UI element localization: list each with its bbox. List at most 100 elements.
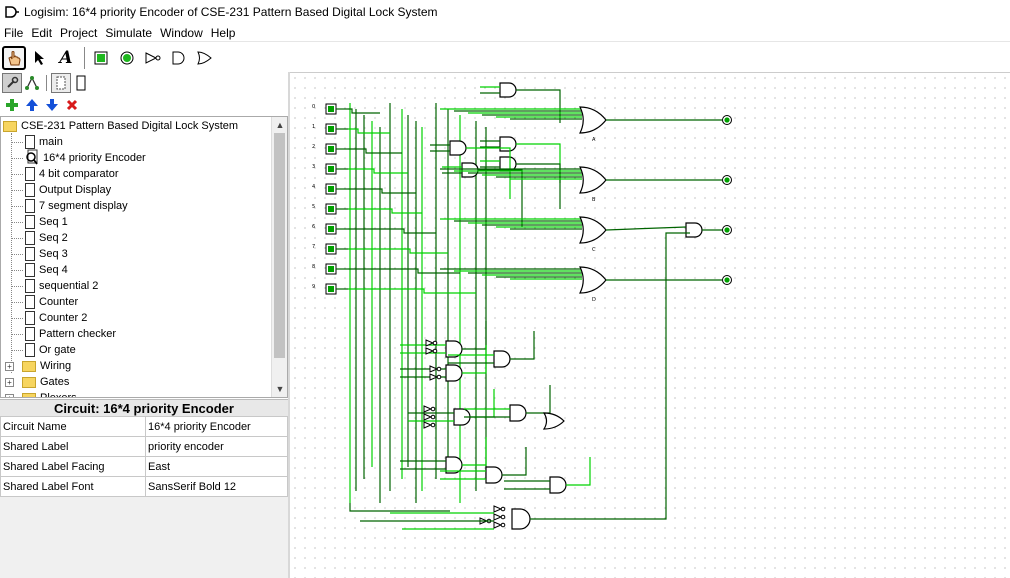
menu-window[interactable]: Window xyxy=(160,25,203,40)
not-gate-bubble xyxy=(500,522,506,528)
circuit-chip-icon xyxy=(25,247,35,261)
tree-library-item[interactable]: + Gates xyxy=(5,374,69,390)
output-pin-label: A xyxy=(592,137,596,143)
tree-library-item[interactable]: +Plexers xyxy=(5,390,77,397)
attribute-table: Circuit Name 16*4 priority Encoder Share… xyxy=(0,416,288,497)
or-gate-icon[interactable] xyxy=(193,46,217,70)
and-gate xyxy=(509,404,527,422)
menu-edit[interactable]: Edit xyxy=(31,25,53,40)
expand-plus-icon[interactable]: + xyxy=(5,377,14,387)
expand-plus-icon[interactable]: + xyxy=(5,393,14,397)
tree-circuit-item[interactable]: 4 bit comparator xyxy=(11,166,118,182)
scroll-thumb[interactable] xyxy=(274,133,285,358)
circuit-wire xyxy=(502,447,527,476)
attribute-panel-header: Circuit: 16*4 priority Encoder xyxy=(0,399,288,416)
tree-circuit-item[interactable]: sequential 2 xyxy=(11,278,98,294)
tree-item-label: 4 bit comparator xyxy=(39,168,119,180)
layout-view-icon[interactable] xyxy=(51,73,71,93)
and-gate xyxy=(511,508,531,530)
circuit-chip-icon xyxy=(25,199,35,213)
tree-circuit-item[interactable]: main xyxy=(11,134,63,150)
tree-item-label: Gates xyxy=(40,376,70,388)
menu-help[interactable]: Help xyxy=(210,25,236,40)
tree-circuit-item[interactable]: Seq 1 xyxy=(11,214,68,230)
attribute-value-shared-label[interactable]: priority encoder xyxy=(145,436,288,457)
output-pin-state xyxy=(724,117,730,123)
menu-project[interactable]: Project xyxy=(60,25,98,40)
tree-circuit-item[interactable]: Pattern checker xyxy=(11,326,116,342)
attribute-value-label-facing[interactable]: East xyxy=(145,456,288,477)
move-down-icon[interactable] xyxy=(42,95,62,115)
tree-circuit-item[interactable]: Seq 3 xyxy=(11,246,68,262)
and-gate-icon[interactable] xyxy=(167,46,191,70)
circuit-wire xyxy=(462,321,487,350)
attribute-value-circuit-name[interactable]: 16*4 priority Encoder xyxy=(145,416,288,437)
tree-circuit-item[interactable]: Counter 2 xyxy=(11,310,87,326)
not-gate xyxy=(429,373,439,381)
attribute-row: Shared Label Facing East xyxy=(0,456,288,477)
and-gate xyxy=(445,340,463,358)
add-circuit-icon[interactable] xyxy=(2,95,22,115)
input-pin-label: 7 xyxy=(312,244,315,250)
tree-item-label: Seq 4 xyxy=(39,264,68,276)
and-gate xyxy=(549,476,567,494)
or-gate xyxy=(579,166,607,194)
tree-circuit-item[interactable]: Seq 4 xyxy=(11,262,68,278)
and-gate xyxy=(493,350,511,368)
toolbar-separator xyxy=(84,47,85,69)
tree-circuit-item[interactable]: 7 segment display xyxy=(11,198,128,214)
tree-root-project[interactable]: CSE-231 Pattern Based Digital Lock Syste… xyxy=(3,118,238,134)
tree-scrollbar[interactable]: ▲ ▼ xyxy=(271,117,287,397)
input-pin-icon[interactable] xyxy=(89,46,113,70)
move-up-icon[interactable] xyxy=(22,95,42,115)
simulation-view-icon[interactable] xyxy=(22,73,42,93)
tree-circuit-item[interactable]: Output Display xyxy=(11,182,111,198)
input-pin-state xyxy=(328,266,334,272)
expand-plus-icon[interactable]: + xyxy=(5,361,14,371)
attribute-row: Shared Label Font SansSerif Bold 12 xyxy=(0,476,288,497)
menu-file[interactable]: File xyxy=(4,25,24,40)
explorer-separator xyxy=(46,75,47,91)
tree-library-item[interactable]: +Wiring xyxy=(5,358,71,374)
not-gate-bubble xyxy=(432,340,438,346)
not-gate xyxy=(425,347,435,355)
text-tool-icon[interactable]: A xyxy=(59,48,73,68)
input-pin-state xyxy=(328,166,334,172)
output-pin-icon[interactable] xyxy=(115,46,139,70)
scroll-up-arrow-icon[interactable]: ▲ xyxy=(275,120,285,130)
circuit-chip-icon xyxy=(25,327,35,341)
menu-simulate[interactable]: Simulate xyxy=(105,25,153,40)
not-gate-bubble xyxy=(430,406,436,412)
circuit-chip-icon xyxy=(25,231,35,245)
appearance-view-icon[interactable] xyxy=(71,73,91,93)
select-tool-icon[interactable] xyxy=(28,46,52,70)
folder-icon xyxy=(22,360,36,372)
tree-guide-line xyxy=(11,142,23,143)
circuit-wire xyxy=(462,437,487,466)
panel-splitter[interactable] xyxy=(288,72,290,578)
or-gate xyxy=(579,106,607,134)
poke-tool-icon[interactable] xyxy=(2,46,26,70)
toolbox-view-icon[interactable] xyxy=(2,73,22,93)
circuit-wire xyxy=(466,147,511,199)
output-pin-state xyxy=(724,277,730,283)
remove-circuit-icon[interactable] xyxy=(62,95,82,115)
tree-item-label: 7 segment display xyxy=(39,200,128,212)
and-gate xyxy=(449,140,467,156)
tree-circuit-item[interactable]: 16*4 priority Encoder xyxy=(11,149,146,166)
tree-circuit-item[interactable]: Counter xyxy=(11,294,78,310)
attribute-value-label-font[interactable]: SansSerif Bold 12 xyxy=(145,476,288,497)
tree-circuit-item[interactable]: Or gate xyxy=(11,342,76,358)
circuit-wire xyxy=(566,457,591,486)
input-pin-label: 8 xyxy=(312,264,315,270)
scroll-down-arrow-icon[interactable]: ▼ xyxy=(275,384,285,394)
project-explorer-tree: CSE-231 Pattern Based Digital Lock Syste… xyxy=(0,116,288,398)
attribute-key: Shared Label xyxy=(0,436,146,457)
not-gate-bubble xyxy=(500,506,506,512)
input-pin-state xyxy=(328,286,334,292)
not-gate-icon[interactable] xyxy=(141,46,165,70)
tree-guide-line xyxy=(11,222,23,223)
tree-circuit-item[interactable]: Seq 2 xyxy=(11,230,68,246)
